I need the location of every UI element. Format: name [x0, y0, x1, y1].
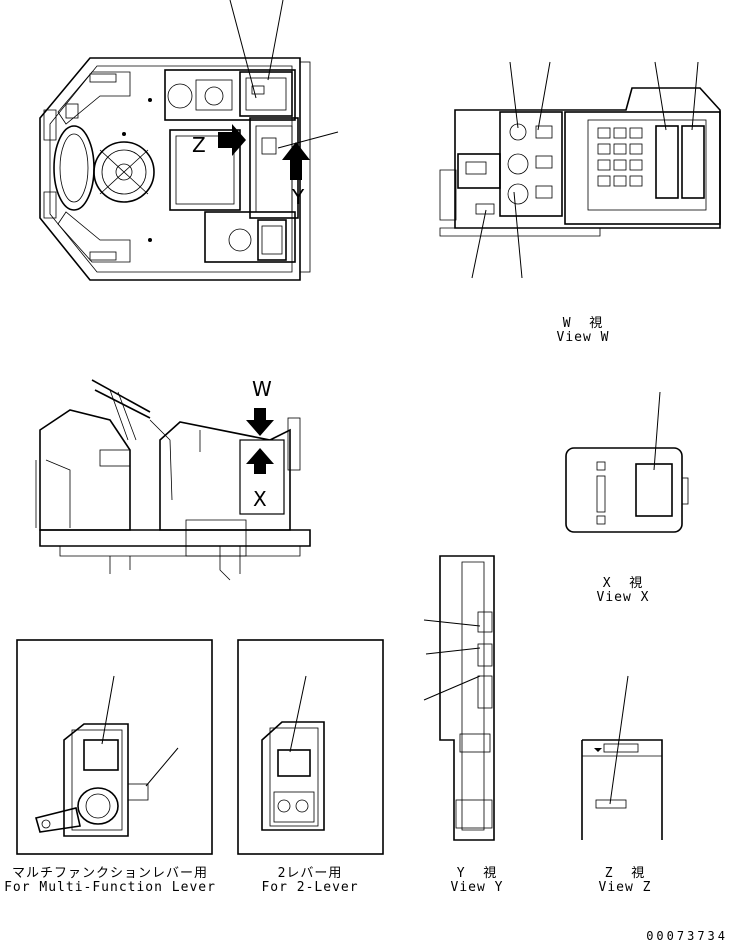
view-y-caption-en: View Y	[450, 880, 504, 895]
drawing-number: 00073734	[646, 929, 728, 940]
callout-y-letter: Y	[291, 185, 305, 209]
view-w-caption-en: View W	[556, 330, 610, 345]
multi-function-lever-caption-en: For Multi-Function Lever	[4, 880, 216, 895]
two-lever-caption-en: For 2-Lever	[261, 880, 359, 895]
side-view-drawing	[35, 379, 311, 581]
view-w-drawing	[439, 61, 721, 279]
view-x-caption-en: View X	[596, 590, 650, 605]
callout-z-letter: Z	[192, 133, 206, 157]
two-lever-caption-jp: 2レバー用	[277, 866, 343, 881]
callout-x-letter: X	[253, 487, 267, 511]
view-x-drawing	[565, 391, 689, 533]
view-z-caption-jp: Z 視	[604, 866, 646, 881]
view-x-caption-jp: X 視	[602, 576, 644, 591]
view-w-caption-jp: W 視	[562, 316, 604, 331]
view-y-caption-jp: Y 視	[456, 866, 498, 881]
top-view-drawing	[39, 0, 339, 281]
callout-w-letter: W	[252, 377, 272, 401]
view-z-caption-en: View Z	[598, 880, 652, 895]
multi-function-lever-drawing	[16, 639, 213, 855]
view-y-drawing	[423, 555, 495, 841]
multi-function-lever-caption-jp: マルチファンクションレバー用	[11, 866, 208, 881]
two-lever-drawing	[237, 639, 384, 855]
view-z-drawing	[581, 675, 663, 840]
